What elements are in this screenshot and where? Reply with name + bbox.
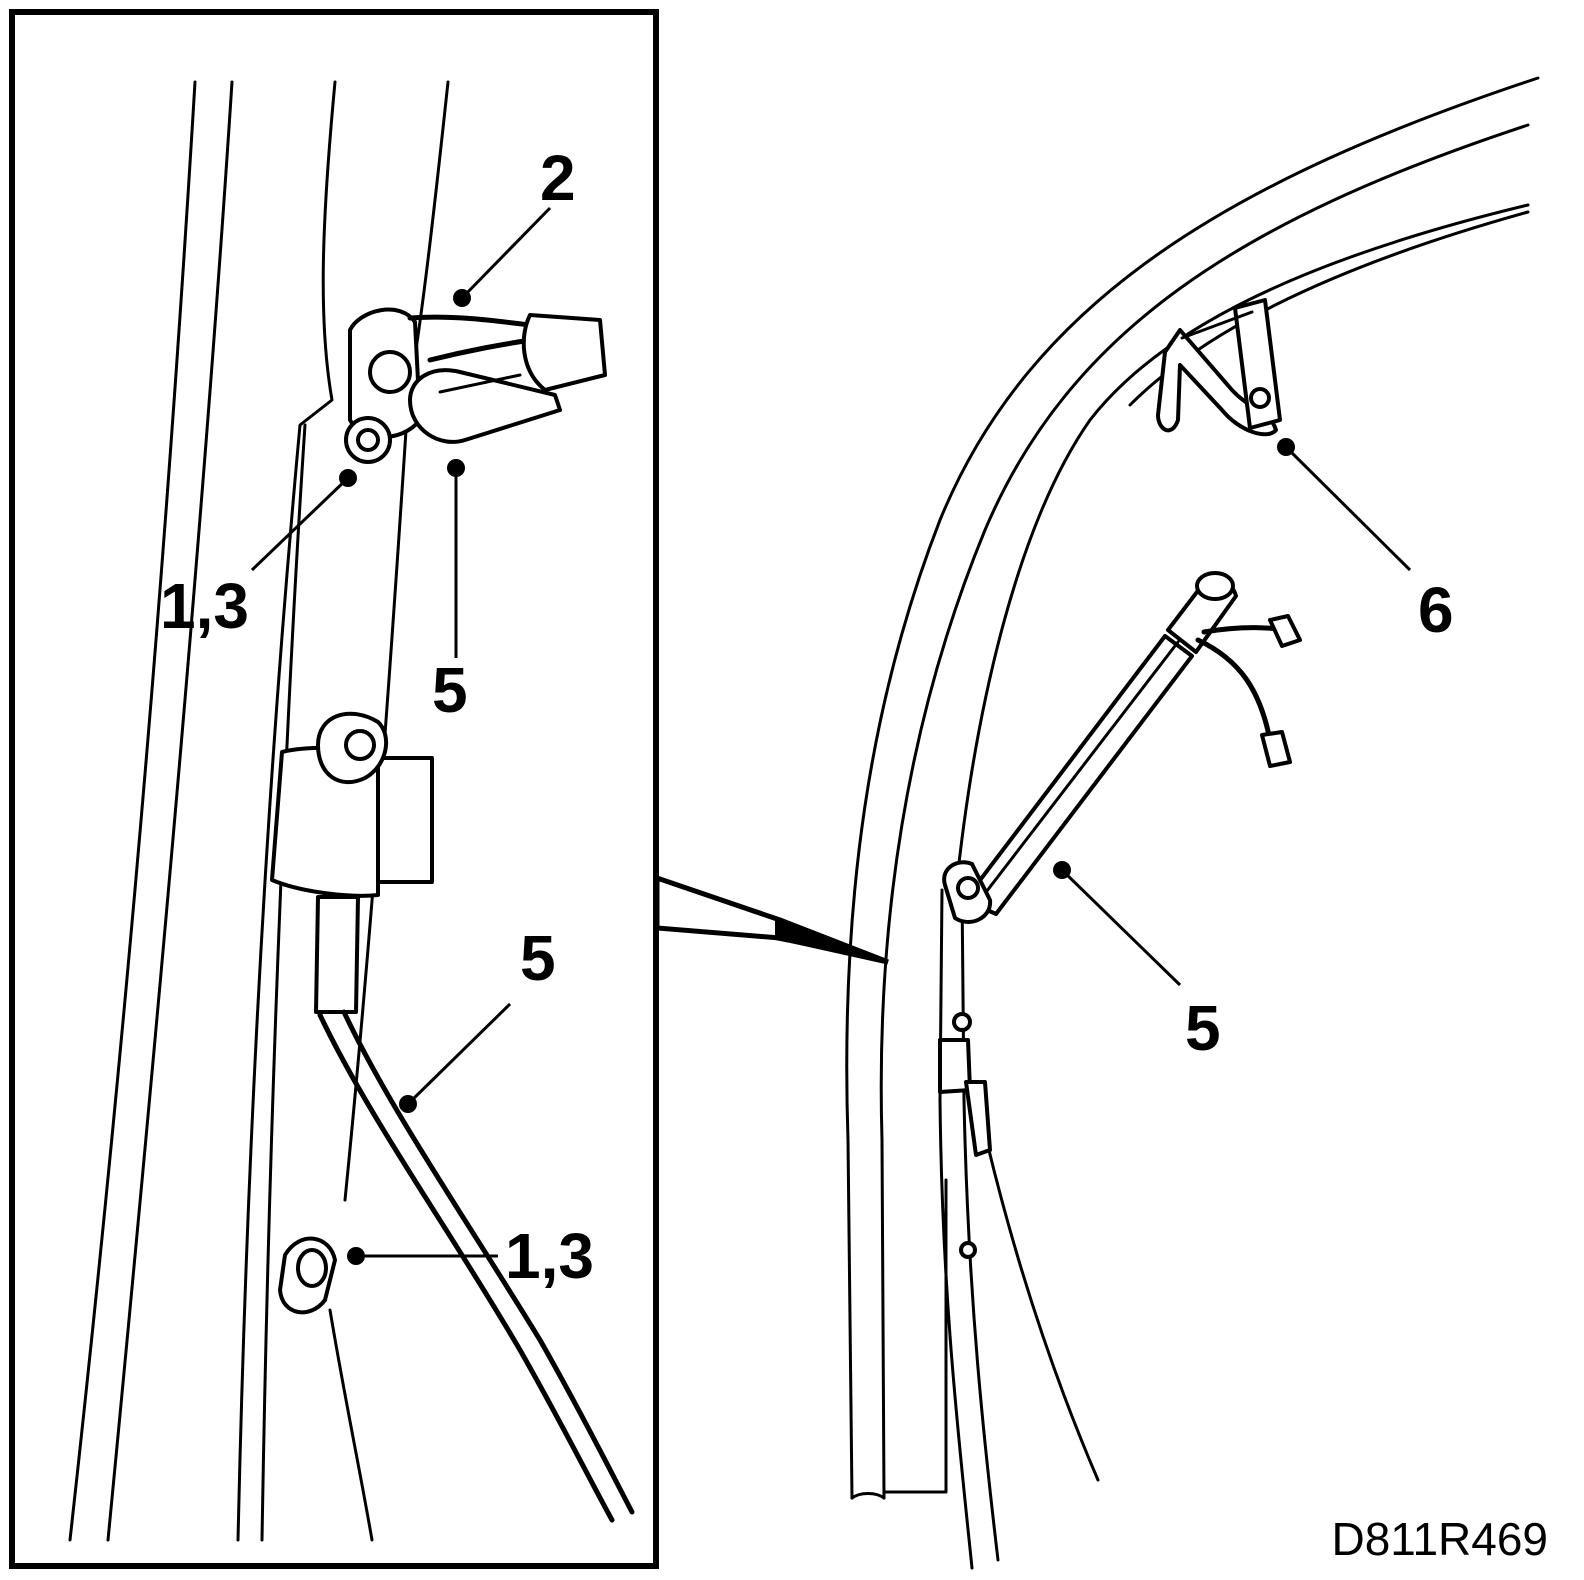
inset-cable — [314, 895, 635, 1523]
pillar-channel — [938, 888, 1100, 1570]
roof-bracket — [1156, 298, 1282, 437]
reference-code: D811R469 — [1331, 1513, 1548, 1565]
main-leaders — [1053, 438, 1412, 987]
detail-pointer-tip — [775, 918, 888, 962]
inflator-tube — [942, 571, 1238, 924]
callout-5-upper: 5 — [432, 654, 468, 726]
main-view: 6 5 — [845, 76, 1540, 1570]
inset-lower-grommet — [278, 1236, 337, 1315]
detail-inset: 2 1,3 5 5 1,3 — [9, 9, 659, 1569]
callout-6: 6 — [1418, 574, 1454, 646]
inset-leaders — [250, 206, 552, 1265]
callout-5-middle: 5 — [520, 922, 556, 994]
callout-5-main: 5 — [1185, 992, 1221, 1064]
door-frame-lines — [845, 76, 1540, 1500]
callout-1-3-upper: 1,3 — [160, 570, 249, 642]
callout-2: 2 — [540, 142, 576, 214]
inset-middle-clip — [270, 711, 434, 898]
callout-1-3-lower: 1,3 — [505, 1220, 594, 1292]
wiring-harness — [1195, 614, 1302, 768]
inset-upper-tube — [407, 313, 607, 444]
